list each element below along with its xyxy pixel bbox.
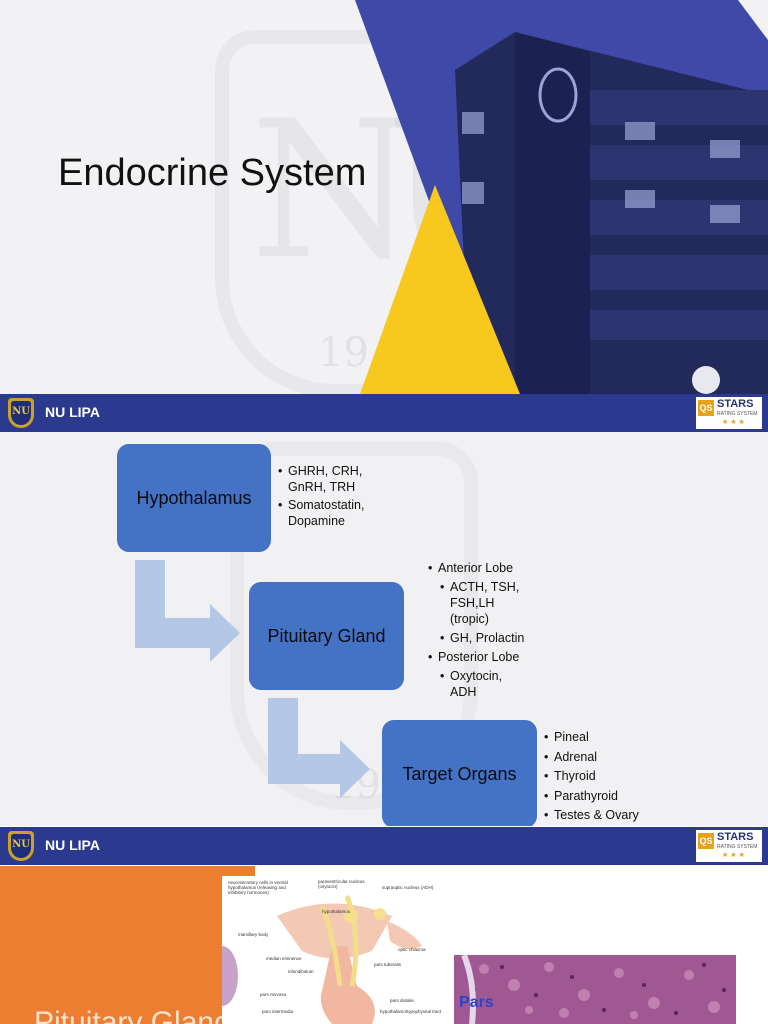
nu-logo: NU <box>8 398 34 428</box>
pituitary-diagram: neurosecretory cells in ventral hypothal… <box>222 876 448 1024</box>
diagram-label: supraoptic nucleus (ADH) <box>382 885 434 890</box>
diagram-label: hypothalamus <box>322 909 351 914</box>
footer-brand: NU LIPA <box>45 404 100 420</box>
hypothalamus-bullets: GHRH, CRH, GnRH, TRH Somatostatin, Dopam… <box>278 463 383 529</box>
slide-title: Pituitary Gland <box>34 1006 231 1024</box>
hormone-hierarchy-slide: 19 Hypothalamus Pituitary Gland Target O… <box>0 432 768 826</box>
list-item: Somatostatin, Dopamine <box>278 497 383 529</box>
building-photo-graphic <box>355 0 768 394</box>
diagram-label: pars distalis <box>390 998 414 1003</box>
target-organs-bullets: Pineal Adrenal Thyroid Parathyroid Teste… <box>544 728 664 826</box>
list-item: Thyroid <box>544 767 664 787</box>
list-item: ACTH, TSH, FSH,LH (tropic) <box>440 579 522 627</box>
flow-arrows <box>135 560 370 798</box>
pituitary-bullets: Anterior Lobe ACTH, TSH, FSH,LH (tropic)… <box>428 560 540 700</box>
list-item: GHRH, CRH, GnRH, TRH <box>278 463 383 495</box>
footer-brand: NU LIPA <box>45 837 100 853</box>
diagram-label: neurosecretory cells in ventral hypothal… <box>228 880 288 895</box>
footer-bar: NU NU LIPA QS STARS RATING SYSTEM ★★★ <box>0 827 768 865</box>
list-item: Adrenal <box>544 748 664 768</box>
list-item: Pineal <box>544 728 664 748</box>
diagram-label: pars nervosa <box>260 992 287 997</box>
qs-stars-badge: QS STARS RATING SYSTEM ★★★ <box>696 830 762 862</box>
micrograph-label: Pars <box>459 994 494 1011</box>
diagram-label: paraventricular nucleus (oxytocin) <box>318 879 365 889</box>
star-icon: ★★★ <box>722 418 747 426</box>
list-item: Testes & Ovary <box>544 806 664 826</box>
orange-panel <box>0 866 255 1024</box>
title-slide: NU 19 Endocrine System <box>0 0 768 394</box>
arrow-icon <box>135 560 240 662</box>
arrow-icon <box>268 698 370 798</box>
list-item: GH, Prolactin <box>440 630 540 646</box>
list-item: Oxytocin, ADH <box>440 668 512 700</box>
diagram-label: pars tuberalis <box>374 962 402 967</box>
diagram-label: hypothalamohypophyseal tract <box>380 1009 442 1014</box>
list-item: Parathyroid <box>544 787 664 807</box>
list-item: Anterior Lobe <box>428 560 540 576</box>
target-organs-box: Target Organs <box>382 720 537 826</box>
diagram-label: optic chiasma <box>398 947 426 952</box>
diagram-label: median eminence <box>266 956 302 961</box>
qs-stars-badge: QS STARS RATING SYSTEM ★★★ <box>696 397 762 429</box>
diagram-label: mamillary body <box>238 932 269 937</box>
diagram-label: infundibulum <box>288 969 314 974</box>
hypothalamus-box: Hypothalamus <box>117 444 271 552</box>
pituitary-box: Pituitary Gland <box>249 582 404 690</box>
list-item: Posterior Lobe <box>428 649 540 665</box>
star-icon: ★★★ <box>722 851 747 859</box>
footer-bar: NU NU LIPA QS STARS RATING SYSTEM ★★★ <box>0 394 768 432</box>
micrograph-image <box>454 953 736 1024</box>
watermark-year: 19 <box>318 330 369 376</box>
slide-title: Endocrine System <box>58 152 367 194</box>
diagram-label: pars intermedia <box>262 1009 294 1014</box>
pituitary-slide: Pituitary Gland neurosecretory cells in … <box>0 866 768 1024</box>
nu-logo: NU <box>8 831 34 861</box>
